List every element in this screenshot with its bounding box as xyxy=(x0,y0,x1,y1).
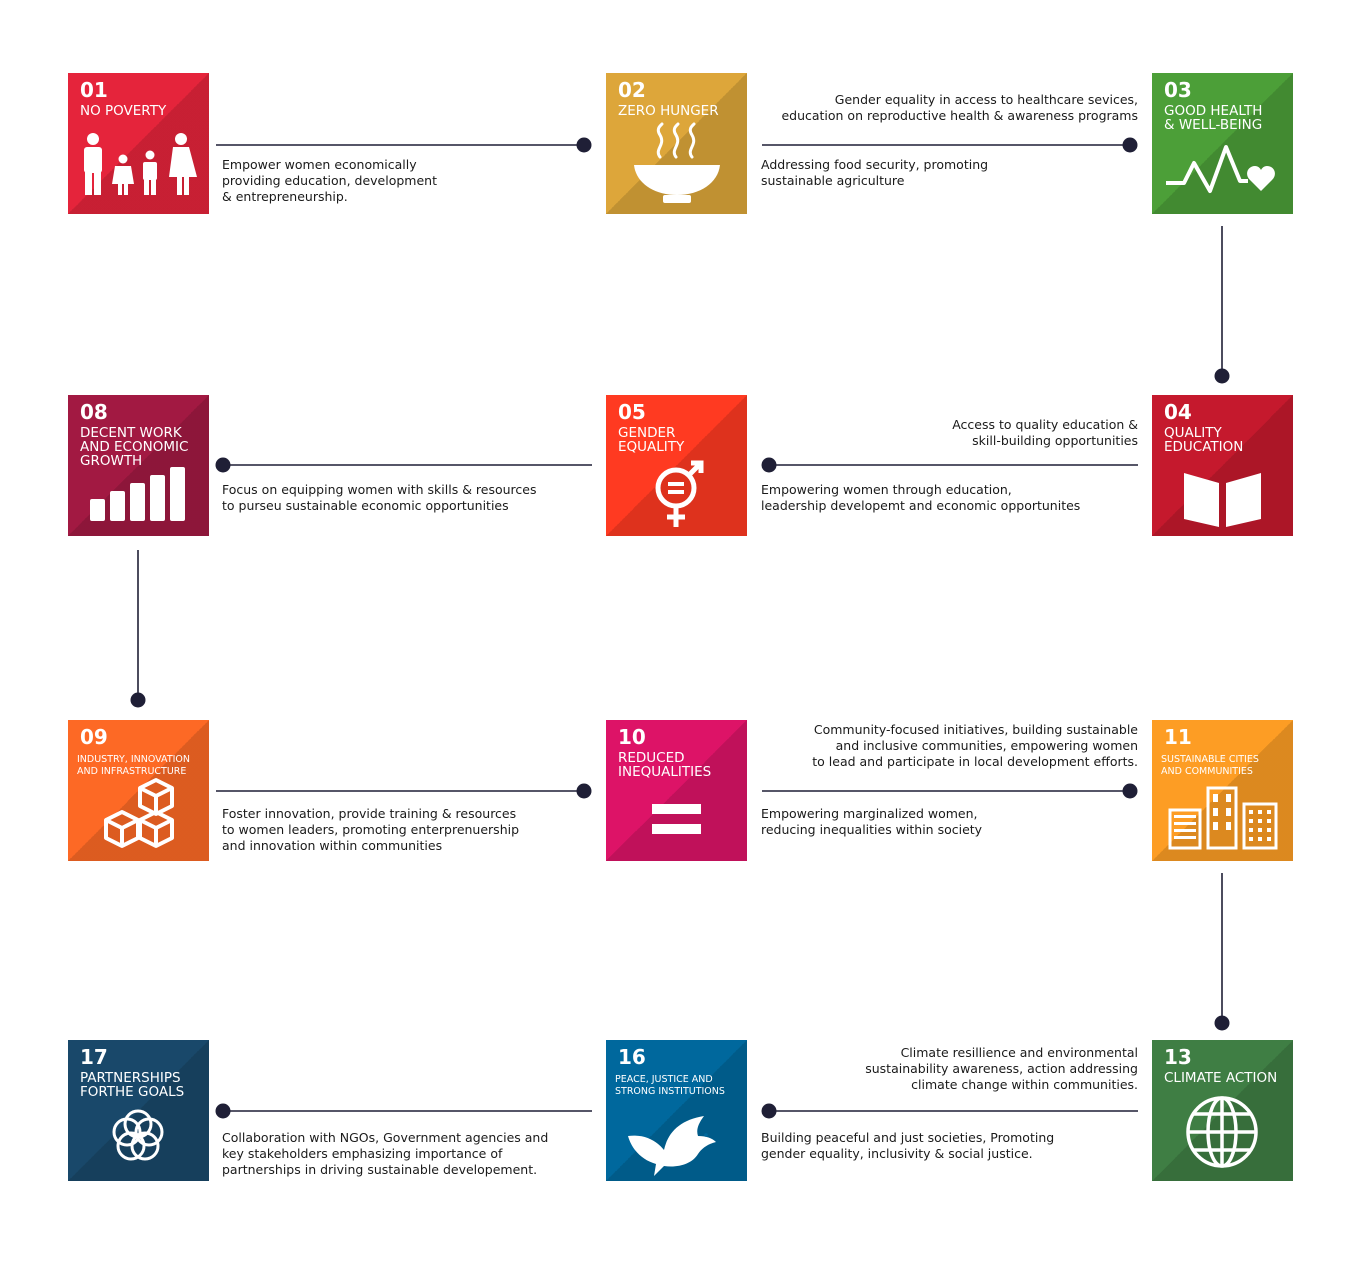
goal-number: 11 xyxy=(1164,725,1192,749)
goal-title: PARTNERSHIPS FORTHE GOALS xyxy=(80,1070,185,1100)
connector-dot xyxy=(1214,1015,1230,1031)
goal-tile-01: 01 NO POVERTY xyxy=(68,73,209,214)
description-02: Addressing food security, promoting sust… xyxy=(761,157,989,188)
goal-title: REDUCED INEQUALITIES xyxy=(618,750,712,780)
goal-number: 13 xyxy=(1164,1045,1192,1069)
equal-icon xyxy=(652,804,701,834)
connector-dot xyxy=(1122,783,1138,799)
connector-dot xyxy=(215,457,231,473)
goal-tile-13: 13 CLIMATE ACTION xyxy=(1152,1040,1293,1181)
goal-number: 17 xyxy=(80,1045,108,1069)
cubes-icon xyxy=(104,778,174,848)
goal-tile-08: 08 DECENT WORK AND ECONOMIC GROWTH xyxy=(68,395,209,536)
city-icon xyxy=(1168,786,1278,850)
description-13: Climate resillience and environmental su… xyxy=(865,1045,1138,1092)
goal-tile-03: 03 GOOD HEALTH & WELL-BEING xyxy=(1152,73,1293,214)
gender-equality-icon xyxy=(655,460,704,527)
goal-title: CLIMATE ACTION xyxy=(1164,1070,1278,1086)
connector-dot xyxy=(130,692,146,708)
goal-number: 16 xyxy=(618,1045,646,1069)
connector-dot xyxy=(761,1103,777,1119)
goal-title: ZERO HUNGER xyxy=(618,103,719,119)
tile-shade xyxy=(606,720,747,861)
goal-number: 05 xyxy=(618,400,646,424)
people-icon xyxy=(84,133,197,195)
goal-number: 01 xyxy=(80,78,108,102)
goal-title: GENDER EQUALITY xyxy=(618,425,685,455)
connector-dot xyxy=(576,137,592,153)
tile-shade xyxy=(1152,395,1293,536)
description-16: Building peaceful and just societies, Pr… xyxy=(761,1130,1055,1161)
description-04: Access to quality education & skill-buil… xyxy=(952,417,1138,448)
goal-number: 10 xyxy=(618,725,646,749)
goal-tile-17: 17 PARTNERSHIPS FORTHE GOALS xyxy=(68,1040,209,1181)
description-10: Empowering marginalized women, reducing … xyxy=(761,806,983,837)
globe-icon xyxy=(1186,1096,1258,1168)
goal-tile-02: 02 ZERO HUNGER xyxy=(606,73,747,214)
goal-title: PEACE, JUSTICE AND STRONG INSTITUTIONS xyxy=(615,1074,725,1097)
goal-title: QUALITY EDUCATION xyxy=(1164,425,1244,455)
goal-number: 08 xyxy=(80,400,108,424)
description-08: Focus on equipping women with skills & r… xyxy=(222,482,537,513)
heartbeat-icon xyxy=(1166,145,1275,193)
goal-title: GOOD HEALTH & WELL-BEING xyxy=(1164,103,1263,133)
book-icon xyxy=(1184,473,1261,527)
bowl-icon xyxy=(634,122,720,203)
description-17: Collaboration with NGOs, Government agen… xyxy=(222,1130,549,1177)
goal-title: SUSTAINABLE CITIES AND COMMUNITIES xyxy=(1161,754,1259,777)
tile-shade xyxy=(1152,73,1293,214)
connector-dot xyxy=(1122,137,1138,153)
connector-dot xyxy=(1214,368,1230,384)
goal-number: 09 xyxy=(80,725,108,749)
goal-tile-11: 11 SUSTAINABLE CITIES AND COMMUNITIES xyxy=(1152,720,1293,861)
goal-tile-09: 09 INDUSTRY, INNOVATION AND INFRASTRUCTU… xyxy=(68,720,209,861)
connector-dot xyxy=(761,457,777,473)
goal-tile-05: 05 GENDER EQUALITY xyxy=(606,395,747,536)
rings-icon xyxy=(112,1109,164,1161)
goal-title: INDUSTRY, INNOVATION AND INFRASTRUCTURE xyxy=(77,754,191,777)
goal-number: 04 xyxy=(1164,400,1192,424)
goal-title: DECENT WORK AND ECONOMIC GROWTH xyxy=(80,425,189,469)
goal-tile-16: 16 PEACE, JUSTICE AND STRONG INSTITUTION… xyxy=(606,1040,747,1181)
goal-number: 03 xyxy=(1164,78,1192,102)
description-05: Empowering women through education, lead… xyxy=(761,482,1081,513)
goal-number: 02 xyxy=(618,78,646,102)
bar-growth-icon xyxy=(90,467,185,521)
description-11: Community-focused initiatives, building … xyxy=(812,722,1138,769)
goal-tile-10: 10 REDUCED INEQUALITIES xyxy=(606,720,747,861)
dove-icon xyxy=(628,1116,716,1176)
connector-dot xyxy=(215,1103,231,1119)
description-09: Foster innovation, provide training & re… xyxy=(222,806,520,853)
goal-tile-04: 04 QUALITY EDUCATION xyxy=(1152,395,1293,536)
goal-title: NO POVERTY xyxy=(80,103,167,119)
description-01: Empower women economically providing edu… xyxy=(222,157,437,204)
connector-dot xyxy=(576,783,592,799)
description-03: Gender equality in access to healthcare … xyxy=(781,92,1138,123)
